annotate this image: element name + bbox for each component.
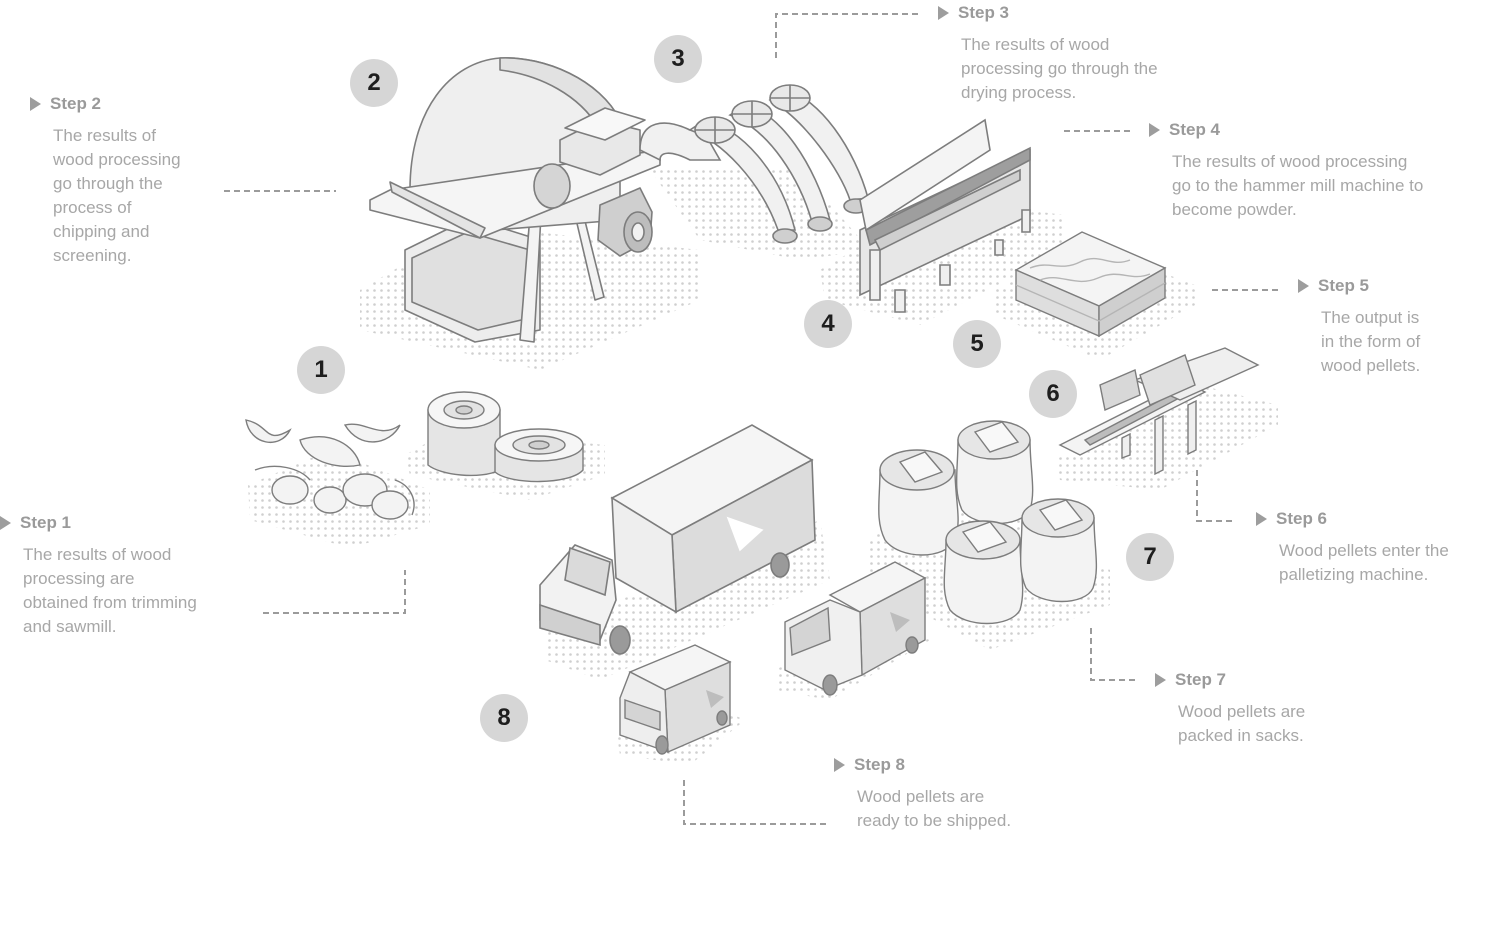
step-desc-4: The results of wood processing go to the… — [1172, 152, 1424, 219]
step-desc-8: Wood pellets are ready to be shipped. — [857, 787, 1012, 830]
step-desc-7: Wood pellets are packed in sacks. — [1178, 702, 1306, 745]
step-desc-5: The output is in the form of wood pellet… — [1321, 308, 1421, 375]
box-truck-icon — [539, 424, 816, 655]
step-title-7: Step 7 — [1175, 670, 1227, 689]
step-badge-5: 5 — [953, 320, 1001, 368]
dryer-pipes-icon — [639, 84, 870, 244]
step-label-3: Step 3 The results of wood processing go… — [938, 2, 1218, 105]
step-badge-2: 2 — [350, 59, 398, 107]
play-arrow-icon — [0, 516, 11, 530]
play-logo-icon — [726, 516, 764, 552]
step-heading-2: Step 2 — [30, 93, 230, 115]
palletizing-machine-icon — [1058, 347, 1260, 476]
step-badge-7: 7 — [1126, 533, 1174, 581]
step-title-1: Step 1 — [20, 513, 72, 532]
step-desc-3: The results of wood processing go throug… — [961, 35, 1158, 102]
step-label-2: Step 2 The results of wood processing go… — [30, 93, 230, 268]
play-arrow-icon — [1256, 512, 1267, 526]
step-badge-4: 4 — [804, 300, 852, 348]
step-title-4: Step 4 — [1169, 120, 1221, 139]
leader-line-step-8 — [683, 780, 828, 825]
shadow-hammer-mill — [820, 200, 1065, 325]
step-title-2: Step 2 — [50, 94, 102, 113]
step-desc-6: Wood pellets enter the palletizing machi… — [1279, 541, 1449, 584]
step-heading-8: Step 8 — [834, 754, 1054, 776]
step-badge-6: 6 — [1029, 370, 1077, 418]
play-arrow-icon — [938, 6, 949, 20]
play-arrow-icon — [30, 97, 41, 111]
wood-shavings-icon — [245, 419, 415, 520]
step-badge-3: 3 — [654, 35, 702, 83]
step-heading-7: Step 7 — [1155, 669, 1355, 691]
step-heading-1: Step 1 — [0, 512, 240, 534]
step-heading-3: Step 3 — [938, 2, 1218, 24]
play-arrow-icon — [1298, 279, 1309, 293]
small-truck-icon — [784, 561, 927, 696]
play-logo-icon — [890, 612, 910, 632]
step-label-4: Step 4 The results of wood processing go… — [1149, 119, 1479, 222]
delivery-van-icon — [619, 644, 732, 755]
step-label-7: Step 7 Wood pellets are packed in sacks. — [1155, 669, 1355, 748]
hammer-mill-icon — [859, 118, 1031, 313]
step-title-5: Step 5 — [1318, 276, 1370, 295]
play-arrow-icon — [834, 758, 845, 772]
step-badge-8: 8 — [480, 694, 528, 742]
leader-line-step-6 — [1196, 470, 1234, 522]
play-logo-icon — [706, 690, 724, 708]
valve-wheels — [694, 84, 811, 144]
step-desc-2: The results of wood processing go throug… — [53, 126, 181, 265]
step-label-1: Step 1 The results of wood processing ar… — [0, 512, 240, 639]
pellet-sacks-icon — [878, 420, 1098, 625]
step-desc-1: The results of wood processing are obtai… — [23, 545, 197, 636]
step-title-3: Step 3 — [958, 3, 1010, 22]
pellet-boards-icon — [1014, 231, 1167, 338]
chipper-machine-icon — [369, 57, 661, 343]
leader-line-step-1 — [263, 570, 406, 614]
play-arrow-icon — [1155, 673, 1166, 687]
step-label-5: Step 5 The output is in the form of wood… — [1298, 275, 1478, 378]
leader-line-step-3 — [775, 13, 920, 58]
step-label-6: Step 6 Wood pellets enter the palletizin… — [1256, 508, 1486, 587]
step-heading-6: Step 6 — [1256, 508, 1486, 530]
log-rolls-icon — [427, 391, 584, 483]
leader-lines — [224, 13, 1282, 825]
step-title-6: Step 6 — [1276, 509, 1328, 528]
play-arrow-icon — [1149, 123, 1160, 137]
step-label-8: Step 8 Wood pellets are ready to be ship… — [834, 754, 1054, 833]
step-title-8: Step 8 — [854, 755, 906, 774]
shadow-palletizer — [1055, 385, 1278, 490]
step-heading-4: Step 4 — [1149, 119, 1479, 141]
step-badge-1: 1 — [297, 346, 345, 394]
leader-line-step-7 — [1090, 628, 1138, 681]
step-heading-5: Step 5 — [1298, 275, 1478, 297]
